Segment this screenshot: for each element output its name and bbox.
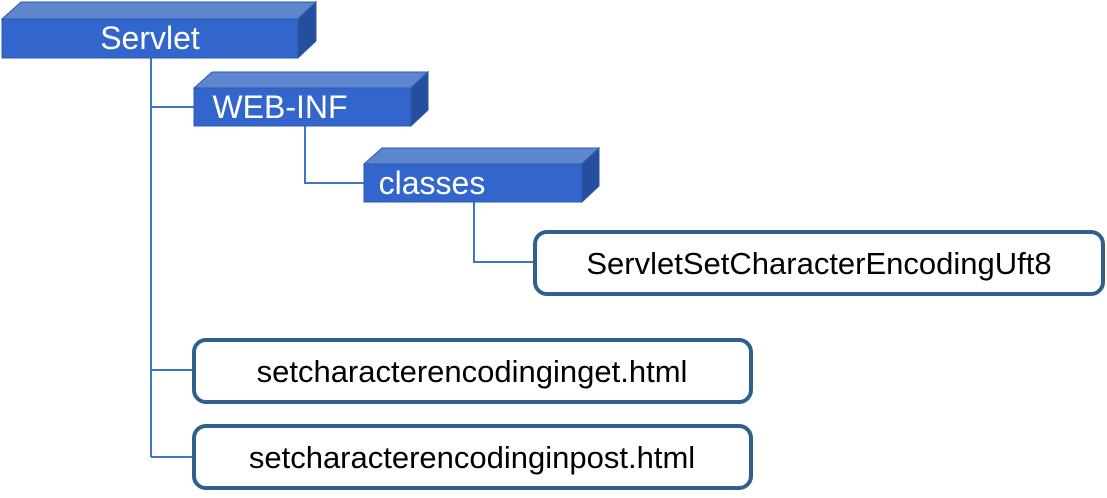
file-get-html-box: [192, 338, 753, 404]
file-get-html-label: setcharacterencodinginget.html: [257, 354, 688, 389]
file-post-html-label: setcharacterencodinginpost.html: [249, 440, 695, 475]
connector-classes: [304, 126, 364, 184]
folder-classes-label: classes: [379, 165, 486, 201]
folder-classes-top: [362, 147, 601, 165]
folder-servlet-label: Servlet: [100, 20, 200, 56]
folder-webinf-top: [192, 71, 430, 89]
connector-servlet-class: [473, 202, 535, 263]
file-servlet-class-box: [533, 230, 1105, 296]
folder-servlet[interactable]: Servlet: [0, 0, 318, 60]
folder-webinf-front: [193, 87, 412, 127]
folder-classes[interactable]: classes: [362, 146, 601, 204]
folder-servlet-front: [1, 18, 299, 59]
folder-classes-front: [363, 163, 583, 203]
file-post-html[interactable]: setcharacterencodinginpost.html: [192, 424, 753, 490]
file-servlet-class-label: ServletSetCharacterEncodingUft8: [586, 246, 1051, 281]
file-get-html[interactable]: setcharacterencodinginget.html: [192, 338, 753, 404]
folder-servlet-top: [0, 1, 318, 20]
tree-connectors: [150, 58, 535, 458]
file-post-html-box: [192, 424, 753, 490]
folder-webinf[interactable]: WEB-INF: [192, 70, 430, 128]
file-servlet-class[interactable]: ServletSetCharacterEncodingUft8: [533, 230, 1105, 296]
folder-webinf-label: WEB-INF: [212, 89, 347, 125]
